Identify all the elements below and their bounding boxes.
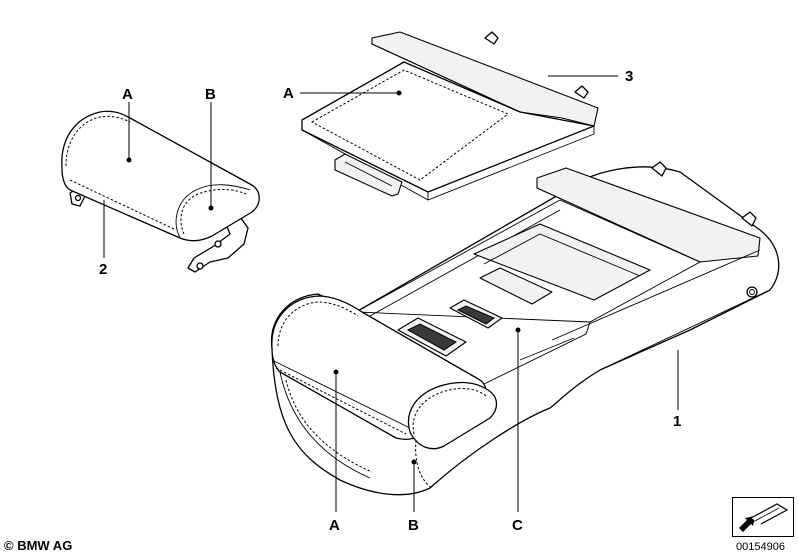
callout-a-main: A <box>329 517 340 534</box>
callout-b-main: B <box>408 517 419 534</box>
callout-a-small: A <box>122 86 133 103</box>
arrow-icon-glyph <box>739 503 789 532</box>
copyright-label: © BMW AG <box>4 538 73 553</box>
part-2-armrest-pad <box>61 110 260 273</box>
callout-part-1: 1 <box>673 413 681 430</box>
leader-lines <box>103 75 679 512</box>
part-1-center-console <box>270 161 780 496</box>
document-number: 00154906 <box>736 541 785 553</box>
callout-part-3: 3 <box>625 68 633 85</box>
arrow-icon[interactable] <box>732 497 794 537</box>
callout-a-top: A <box>283 85 294 102</box>
callout-c-main: C <box>512 517 523 534</box>
callout-b-small: B <box>205 86 216 103</box>
part-3-lid-assembly <box>301 31 599 201</box>
callout-part-2: 2 <box>99 261 107 278</box>
